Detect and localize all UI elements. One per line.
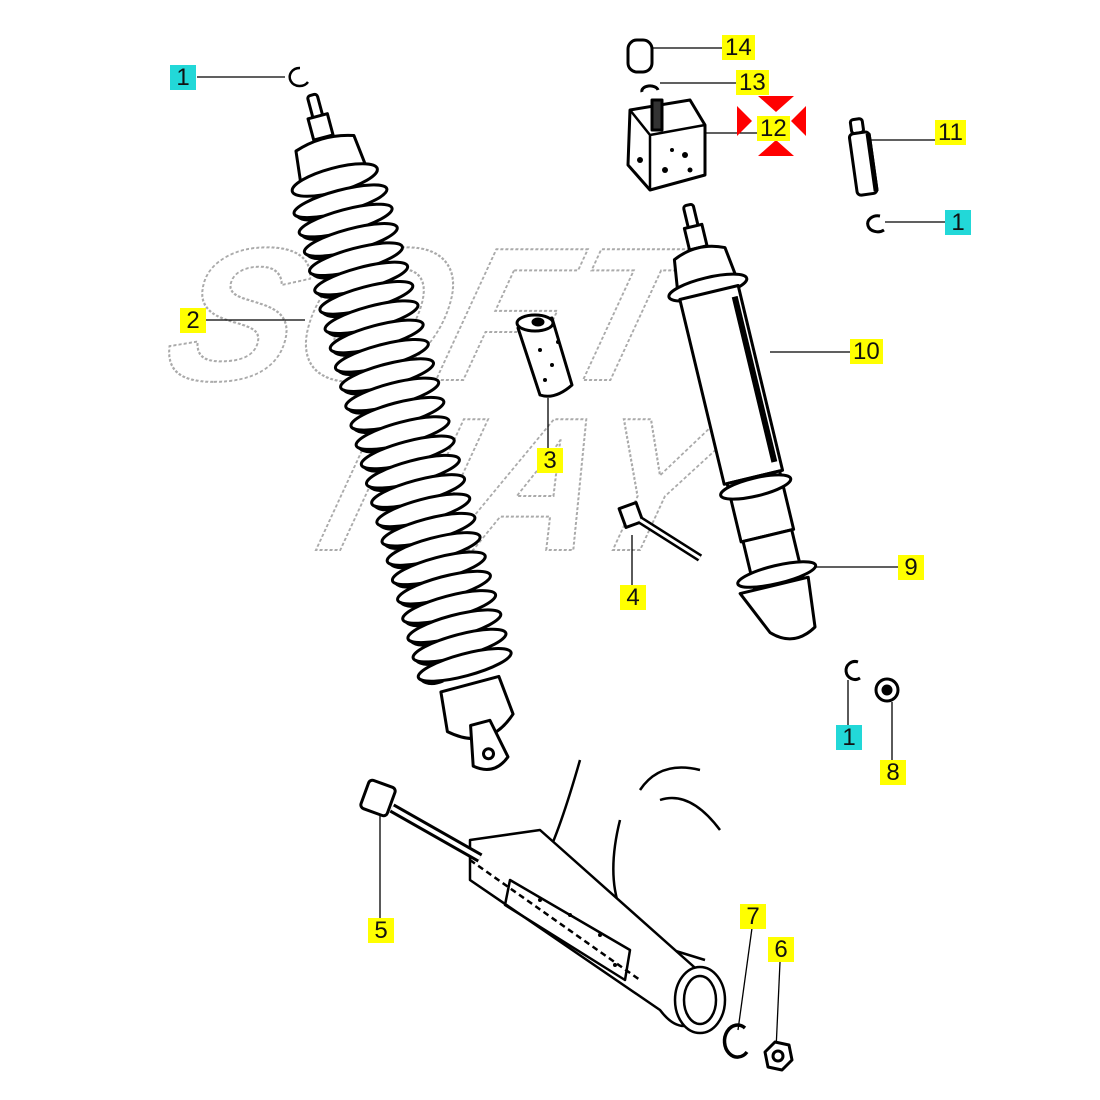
callout-1-clip-right[interactable]: 1 [945,210,971,235]
cap-nut-14 [626,38,654,74]
callout-1-clip-lower[interactable]: 1 [836,725,862,750]
callout-12-rubber-mount[interactable]: 12 [757,116,790,141]
callout-10-damper[interactable]: 10 [850,339,883,364]
bump-stop-3 [515,313,574,398]
circlip-1-right [866,214,885,234]
circlip-1-lower [844,660,861,681]
leader-lines [197,47,945,1051]
nut-6 [763,1040,794,1072]
callout-4-bolt[interactable]: 4 [620,585,646,610]
callout-7-washer[interactable]: 7 [740,904,766,929]
swing-arm [468,759,727,1035]
clip-13 [640,84,660,93]
spacer-11 [847,117,879,197]
callout-6-nut[interactable]: 6 [768,937,794,962]
washer-7 [722,1023,749,1059]
callout-3-bump-stop[interactable]: 3 [537,448,563,473]
callout-8-nut[interactable]: 8 [880,760,906,785]
callout-13-clip[interactable]: 13 [736,70,769,95]
nut-8-hole [881,684,893,696]
spring-coil-shadow [420,678,444,686]
bolt-5 [359,778,483,863]
bolt-4 [617,501,703,562]
circlip-1-top [288,66,310,88]
spring-shock-absorber-2 [290,92,515,771]
callout-5-long-bolt[interactable]: 5 [368,918,394,943]
callout-9-bushing[interactable]: 9 [898,555,924,580]
callout-11-spacer[interactable]: 11 [935,120,966,145]
highlight-marker [737,96,806,156]
callout-1-clip-top[interactable]: 1 [170,65,196,90]
callout-14-cap-nut[interactable]: 14 [722,35,755,60]
rubber-mount-12 [626,98,707,192]
spring-coil [416,647,513,683]
damper-10 [667,202,818,641]
callout-2-spring-shock[interactable]: 2 [180,308,206,333]
